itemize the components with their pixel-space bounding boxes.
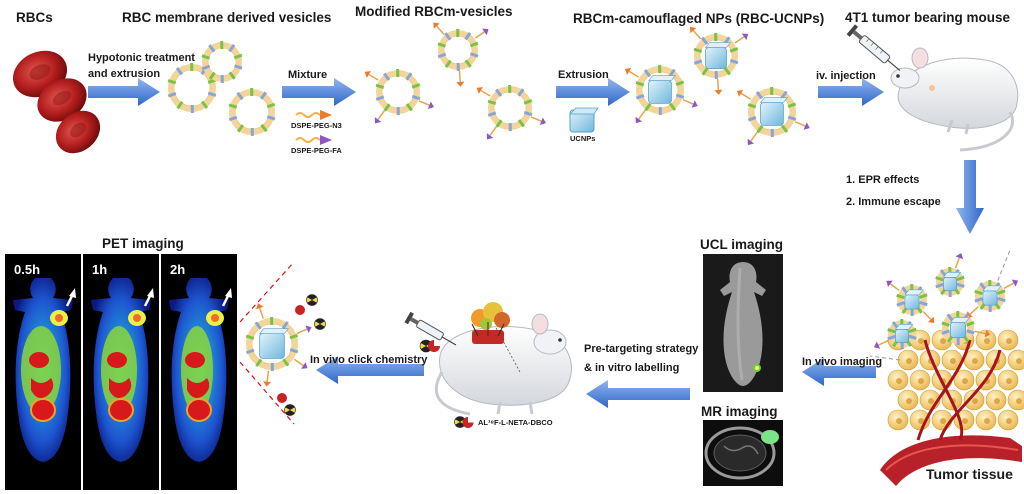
label-hypotonic-2: and extrusion bbox=[88, 68, 161, 80]
camouflaged-np bbox=[624, 64, 698, 124]
arrow-click-chemistry bbox=[316, 356, 424, 384]
label-epr: 1. EPR effects bbox=[846, 174, 920, 186]
arrow-injection bbox=[818, 78, 884, 106]
vesicle-modified bbox=[476, 84, 546, 140]
label-pretarget-1: Pre-targeting strategy bbox=[584, 343, 699, 355]
ucnp-cube-icon bbox=[569, 107, 599, 133]
red-blood-cells bbox=[12, 50, 101, 154]
label-ucl: UCL imaging bbox=[700, 237, 784, 252]
label-modified-vesicles: Modified RBCm-vesicles bbox=[355, 4, 513, 19]
pet-time-1: 1h bbox=[92, 262, 108, 277]
modified-vesicles bbox=[364, 22, 546, 140]
label-rbcs: RBCs bbox=[16, 10, 53, 25]
reagent-tree-icon bbox=[471, 302, 510, 344]
vesicle-modified bbox=[364, 68, 434, 124]
vesicle-plain bbox=[167, 62, 217, 114]
ucl-mouse-silhouette bbox=[720, 262, 766, 386]
syringe-icon bbox=[846, 24, 901, 71]
label-injection: iv. injection bbox=[816, 70, 876, 82]
vesicle-modified bbox=[433, 22, 489, 87]
dbco-legend-icon bbox=[454, 416, 474, 428]
vesicle-plain bbox=[228, 87, 276, 137]
label-camouflaged-nps: RBCm-camouflaged NPs (RBC-UCNPs) bbox=[573, 11, 825, 26]
label-extrusion: Extrusion bbox=[558, 69, 609, 81]
vesicle-plain bbox=[201, 40, 243, 84]
labelling-mouse bbox=[434, 313, 572, 416]
arrow-mixture bbox=[282, 78, 356, 106]
pet-panel-2 bbox=[161, 254, 237, 490]
pet-panel-0 bbox=[5, 254, 81, 490]
arrow-pretargeting bbox=[586, 380, 690, 408]
dbco-radiolabel-icon bbox=[419, 339, 440, 353]
arrow-hypotonic bbox=[88, 78, 160, 106]
tumor-cell bbox=[1007, 349, 1024, 371]
label-click: In vivo click chemistry bbox=[310, 354, 428, 366]
label-dspe-n3: DSPE-PEG-N3 bbox=[291, 121, 342, 130]
labelled-nanoparticle bbox=[245, 294, 326, 416]
tumor-np bbox=[886, 280, 935, 323]
label-immune: 2. Immune escape bbox=[846, 196, 941, 208]
label-membrane-vesicles: RBC membrane derived vesicles bbox=[122, 10, 332, 25]
dspe-n3-icon bbox=[295, 110, 332, 120]
label-pet: PET imaging bbox=[102, 236, 184, 251]
camouflaged-np bbox=[736, 86, 810, 146]
pet-time-0: 0.5h bbox=[14, 262, 41, 277]
label-tumor-mouse: 4T1 tumor bearing mouse bbox=[845, 10, 1011, 25]
syringe-icon-small bbox=[404, 311, 457, 346]
tumor-np bbox=[941, 310, 991, 346]
arrow-in-vivo-imaging bbox=[802, 358, 876, 386]
label-mr: MR imaging bbox=[701, 404, 778, 419]
arrow-extrusion bbox=[556, 78, 630, 106]
zoom-line-top bbox=[239, 261, 295, 323]
label-in-vivo-imaging: In vivo imaging bbox=[802, 356, 883, 368]
membrane-vesicles bbox=[167, 40, 276, 137]
mr-scan-slice bbox=[704, 426, 779, 480]
camouflaged-np bbox=[690, 26, 749, 95]
click-np bbox=[245, 303, 312, 387]
label-pretarget-2: & in vitro labelling bbox=[584, 362, 680, 374]
label-hypotonic-1: Hypotonic treatment bbox=[88, 52, 195, 64]
tumor-np bbox=[966, 279, 1019, 318]
tumor-cell bbox=[1007, 389, 1024, 411]
label-ucnps: UCNPs bbox=[570, 134, 596, 143]
tumor-np bbox=[935, 253, 965, 298]
tumor-tissue-illustration bbox=[869, 249, 1024, 486]
label-dspe-fa: DSPE-PEG-FA bbox=[291, 146, 342, 155]
arrow-down-circulation bbox=[956, 160, 984, 234]
zoom-line-bottom bbox=[239, 361, 295, 425]
label-reagent: AL¹⁸F-L-NETA-DBCO bbox=[478, 418, 553, 427]
pet-panel-1 bbox=[83, 254, 159, 490]
tumor-mouse bbox=[890, 47, 1019, 152]
camouflaged-nanoparticles bbox=[624, 26, 810, 146]
dspe-fa-icon bbox=[295, 135, 332, 145]
tumor-np bbox=[873, 318, 917, 350]
label-tumor-tissue: Tumor tissue bbox=[926, 466, 1013, 482]
pet-time-2: 2h bbox=[170, 262, 186, 277]
pet-panels bbox=[5, 254, 237, 490]
label-mixture: Mixture bbox=[288, 69, 328, 81]
blood-vessel bbox=[880, 435, 1022, 486]
